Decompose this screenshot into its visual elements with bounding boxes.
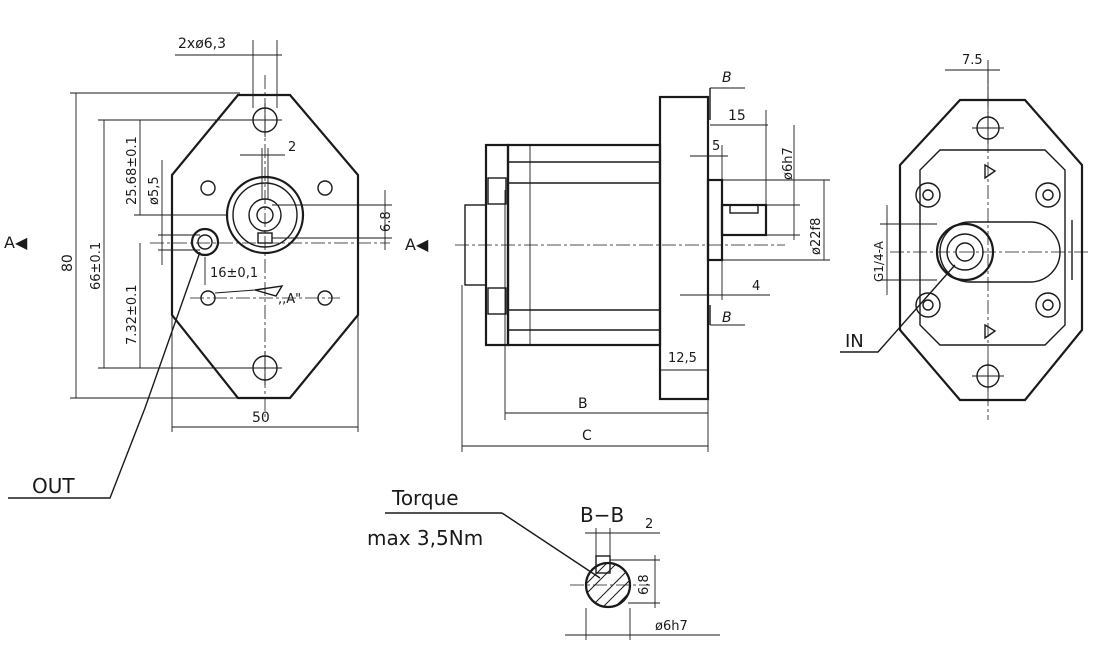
- side-pilot: [706, 178, 724, 262]
- dim-section-key-width: 2: [645, 517, 653, 532]
- dim-side-flange-thickness: 12,5: [668, 351, 697, 366]
- side-section-marker: A◀: [405, 235, 429, 254]
- section-torque-value: max 3,5Nm: [367, 526, 483, 550]
- dim-rear-port-thread: G1/4-A: [872, 240, 886, 282]
- rear-screw-tr: [1035, 182, 1061, 208]
- front-out-label: OUT: [32, 474, 75, 498]
- side-shaft: [720, 203, 768, 237]
- dim-front-port-offset: 16±0,1: [210, 266, 258, 281]
- dim-front-height-total: 80: [60, 254, 76, 272]
- dim-front-ref-1: 25.68±0.1: [125, 136, 140, 205]
- section-torque-label: Torque: [391, 486, 459, 510]
- section-title: B−B: [580, 503, 624, 527]
- dim-front-key-height: 6.8: [379, 211, 394, 232]
- section-b-b: B−B 2 6,8 ø6h7 Torque max 3,5Nm: [367, 486, 720, 640]
- dim-side-shaft-dia: ø6h7: [781, 147, 796, 180]
- side-view: A◀ B 15 5 ø6h7 ø22f8 4 B 12,5: [405, 70, 830, 452]
- rear-view: 7.5 G1/4-A IN: [840, 53, 1090, 420]
- dim-front-ref-2: 66±0.1: [89, 242, 104, 290]
- dim-front-key-width: 2: [288, 140, 296, 155]
- dim-side-length-b: B: [578, 396, 588, 412]
- dim-front-ref-3: 7.32±0.1: [125, 284, 140, 345]
- front-flange-outline: [170, 93, 360, 400]
- dim-section-shaft-dia: ø6h7: [655, 619, 688, 634]
- dim-side-length-c: C: [582, 428, 592, 444]
- dim-front-holes: 2xø6,3: [178, 36, 226, 52]
- dim-side-pilot-dia: ø22f8: [809, 218, 824, 255]
- dim-side-length-5: 5: [712, 139, 720, 154]
- front-section-marker: A◀: [4, 233, 28, 252]
- rear-screw-bl: [915, 292, 941, 318]
- dim-front-detail-ref: ,,A": [278, 292, 301, 307]
- dim-front-hole-dia: ø5,5: [147, 176, 162, 205]
- dim-side-section-top: B: [722, 70, 732, 86]
- front-view: 2xø6,3 2 80 66±0.1 25.68±0.1 ø5,5 7.32±0…: [4, 36, 394, 499]
- dim-front-width: 50: [252, 410, 270, 426]
- dim-side-length-15: 15: [728, 108, 746, 124]
- dim-side-length-4: 4: [752, 279, 760, 294]
- dim-rear-top-offset: 7.5: [962, 53, 983, 68]
- rear-screw-tl: [915, 182, 941, 208]
- rear-screw-br: [1035, 292, 1061, 318]
- rear-in-label: IN: [845, 331, 864, 352]
- dim-side-section-bottom: B: [722, 310, 732, 326]
- front-out-port: [190, 227, 220, 257]
- rear-flange-outline: [898, 98, 1084, 402]
- dim-section-key-height: 6,8: [637, 574, 652, 595]
- front-screw-tr: [317, 180, 333, 196]
- front-screw-tl: [200, 180, 216, 196]
- section-key: [595, 555, 611, 574]
